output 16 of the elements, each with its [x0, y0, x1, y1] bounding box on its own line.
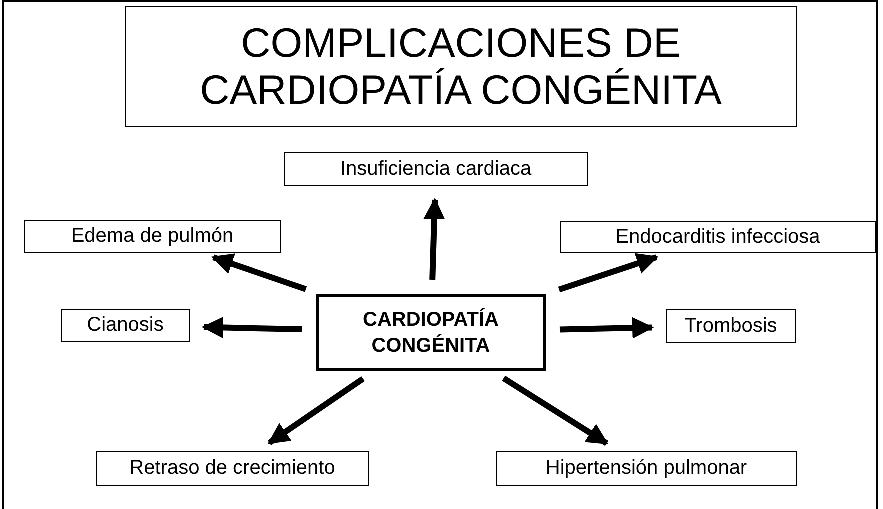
- complication-box: Insuficiencia cardiaca: [284, 152, 588, 186]
- complication-box: Hipertensión pulmonar: [496, 451, 797, 486]
- arrow: [424, 198, 446, 280]
- central-box: CARDIOPATÍA CONGÉNITA: [316, 294, 546, 371]
- complication-box: Endocarditis infecciosa: [560, 221, 876, 253]
- arrow: [560, 317, 654, 339]
- complication-box: Retraso de crecimiento: [96, 451, 369, 486]
- complication-box: Edema de pulmón: [24, 220, 281, 253]
- complication-box: Trombosis: [666, 309, 796, 343]
- arrow: [268, 376, 365, 446]
- arrow: [558, 253, 659, 293]
- arrow: [502, 376, 609, 446]
- arrow: [202, 316, 302, 339]
- arrow: [212, 254, 308, 292]
- title: COMPLICACIONES DE CARDIOPATÍA CONGÉNITA: [125, 6, 797, 127]
- complication-box: Cianosis: [61, 309, 190, 342]
